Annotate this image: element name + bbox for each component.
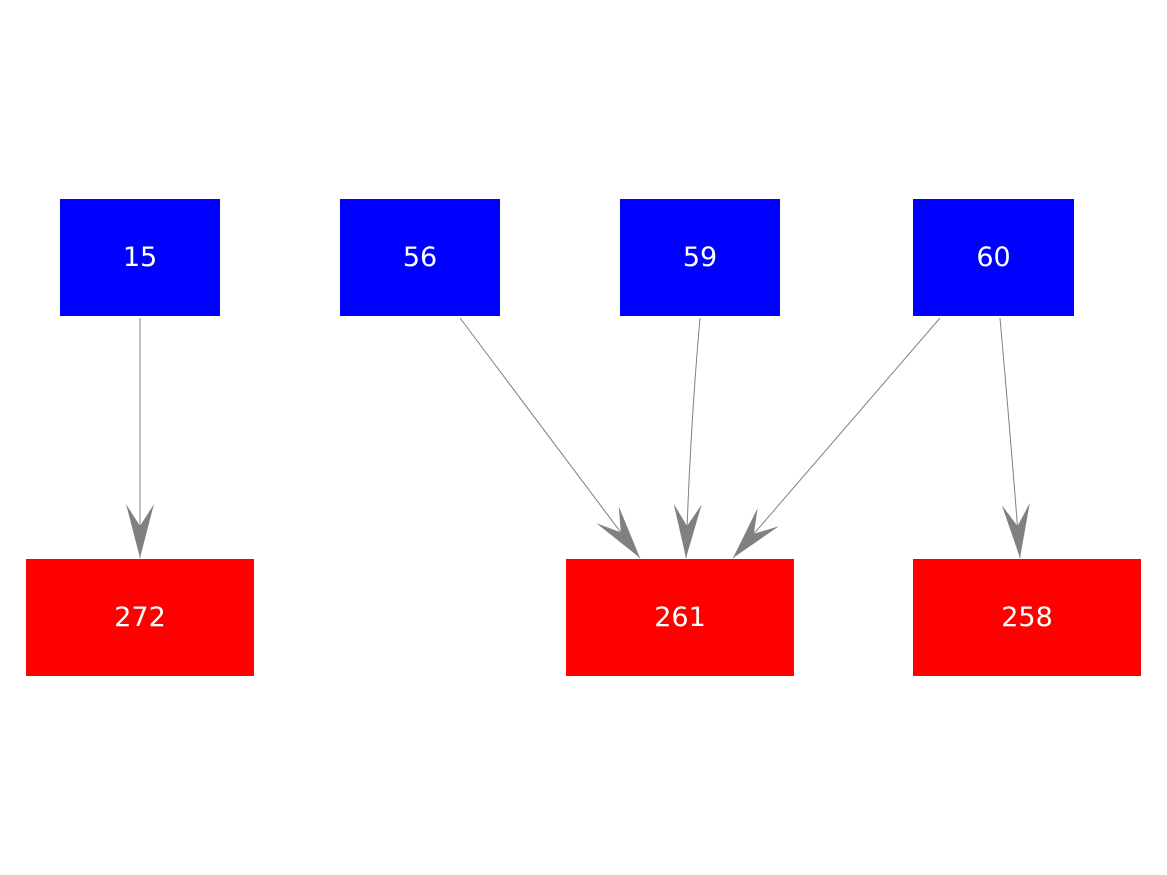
edge-60-to-261 [732, 317, 941, 559]
node-box [620, 199, 780, 316]
node-box [566, 559, 794, 676]
node-label: 15 [123, 242, 157, 273]
edge-15-to-272 [126, 318, 154, 558]
node-56: 56 [340, 199, 500, 316]
node-272: 272 [26, 559, 254, 676]
arrowhead-icon [126, 504, 154, 558]
node-label: 272 [114, 602, 166, 633]
node-59: 59 [620, 199, 780, 316]
node-box [340, 199, 500, 316]
node-box [60, 199, 220, 316]
node-label: 59 [683, 242, 717, 273]
edge-56-to-261 [459, 317, 641, 559]
node-label: 261 [654, 602, 706, 633]
node-261: 261 [566, 559, 794, 676]
edge-line [459, 317, 641, 559]
node-box [26, 559, 254, 676]
node-60: 60 [913, 199, 1074, 316]
nodes-layer: 15 56 59 60 272 261 258 [26, 199, 1141, 676]
arrowhead-icon [596, 506, 640, 558]
edge-line [732, 317, 941, 559]
node-box [913, 559, 1141, 676]
arrowhead-icon [673, 503, 702, 558]
edge-59-to-261 [673, 317, 702, 559]
node-258: 258 [913, 559, 1141, 676]
node-label: 258 [1001, 602, 1053, 633]
arrowhead-icon [1001, 503, 1030, 558]
node-label: 60 [976, 242, 1010, 273]
edges-layer [126, 317, 1030, 559]
arrowhead-icon [733, 507, 779, 558]
node-box [913, 199, 1074, 316]
edge-60-to-258 [999, 317, 1030, 559]
node-label: 56 [403, 242, 437, 273]
node-15: 15 [60, 199, 220, 316]
